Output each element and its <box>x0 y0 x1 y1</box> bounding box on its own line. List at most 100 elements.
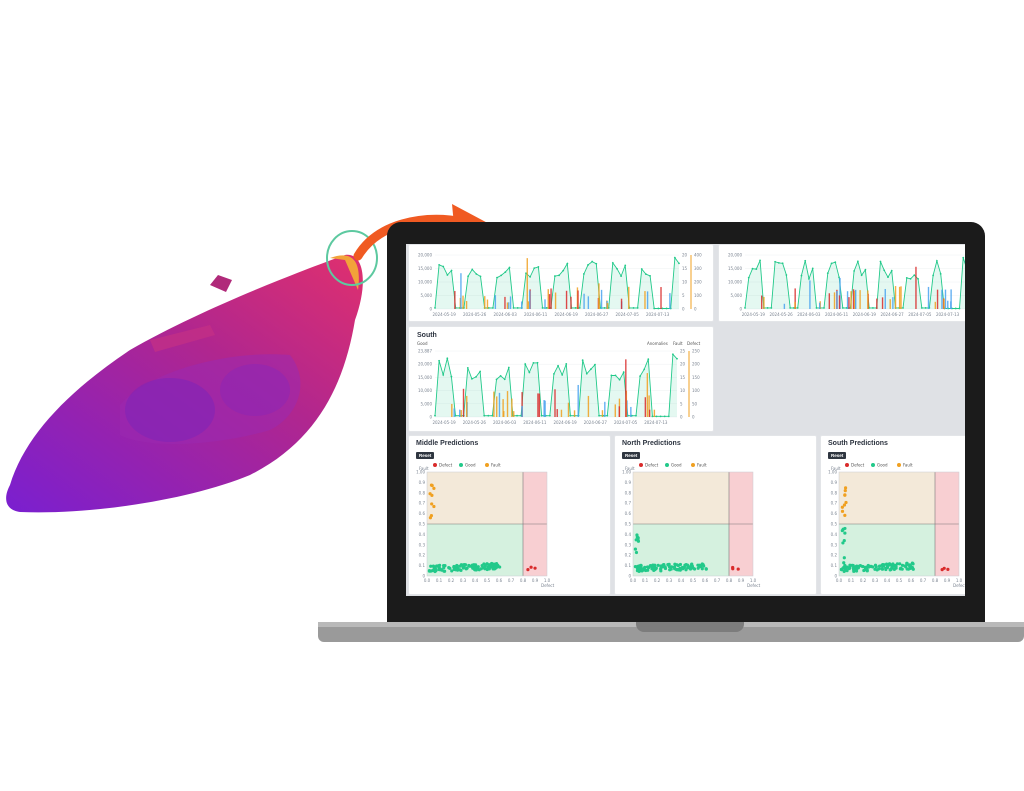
right-tick-label: 10 <box>680 388 686 393</box>
good-point <box>611 261 614 264</box>
event-bar <box>876 298 878 309</box>
event-bar <box>936 289 939 309</box>
good-point <box>645 273 647 275</box>
event-bar <box>915 266 917 309</box>
x-tick-label: 0.9 <box>738 578 745 583</box>
event-bar <box>462 295 464 309</box>
right-tick-label: 400 <box>694 253 702 258</box>
good-point <box>427 568 432 573</box>
good-point <box>640 268 643 270</box>
good-point <box>864 268 867 271</box>
good-point <box>438 263 441 266</box>
defect-point <box>736 567 740 571</box>
event-bar <box>465 301 468 309</box>
x-tick-label: 2024-05-26 <box>769 312 793 317</box>
good-point <box>477 568 481 572</box>
x-tick-label: 0.6 <box>702 578 709 583</box>
event-bar <box>646 373 649 417</box>
event-bar <box>509 296 512 309</box>
good-point <box>834 261 837 264</box>
good-point <box>446 274 449 276</box>
event-bar <box>529 290 531 309</box>
right-tick-label: 15 <box>682 266 688 271</box>
legend-label: Good <box>877 463 888 468</box>
good-point <box>650 565 654 569</box>
good-point <box>853 270 856 272</box>
event-bar <box>859 290 861 309</box>
event-bar <box>839 277 841 309</box>
fault-point <box>843 486 848 490</box>
good-point <box>437 567 441 572</box>
fault-point <box>429 483 434 487</box>
good-point <box>516 307 519 309</box>
y-tick-label: 0.4 <box>625 532 632 537</box>
good-point <box>852 568 856 572</box>
event-bar <box>881 297 884 309</box>
reset-button[interactable]: Reset <box>828 452 847 459</box>
event-bar <box>556 409 558 417</box>
good-point <box>691 566 695 570</box>
legend-dot <box>665 463 669 467</box>
good-point <box>669 567 673 571</box>
x-tick-label: 2024-07-13 <box>644 420 668 425</box>
good-point <box>589 368 592 371</box>
event-bar <box>498 392 501 417</box>
right-tick-label: 100 <box>694 293 702 298</box>
good-point <box>582 273 585 275</box>
good-point <box>843 526 847 531</box>
y-tick-label: 1.00 <box>828 470 837 475</box>
y-tick-label: 15,000 <box>418 375 432 380</box>
good-point <box>838 276 840 279</box>
good-point <box>770 307 773 309</box>
y-tick-label: 0.5 <box>831 522 838 527</box>
good-point <box>667 565 672 569</box>
y-tick-label: 0.9 <box>419 480 426 485</box>
good-point <box>884 566 888 570</box>
good-point <box>598 414 600 417</box>
x-tick-label: 2024-07-05 <box>614 420 638 425</box>
x-tick-label: 2024-06-27 <box>880 312 904 317</box>
good-point <box>843 564 847 568</box>
y-axis-label: Fault <box>831 466 841 471</box>
good-point <box>498 565 502 569</box>
event-bar <box>459 409 461 417</box>
x-tick-label: 2024-05-19 <box>742 312 766 317</box>
good-point <box>895 562 899 566</box>
good-point <box>487 565 492 570</box>
good-point <box>637 567 641 571</box>
good-point <box>487 414 490 417</box>
y-tick-label: 5,000 <box>421 401 433 406</box>
event-bar <box>573 410 576 417</box>
good-point <box>450 269 453 272</box>
event-bar <box>554 292 557 309</box>
y-tick-label: 0.6 <box>625 511 632 516</box>
good-point <box>473 567 477 572</box>
reset-button[interactable]: Reset <box>622 452 641 459</box>
event-bar <box>943 298 945 309</box>
good-point <box>667 415 670 418</box>
good-point <box>688 565 692 570</box>
x-tick-label: 1.0 <box>956 578 963 583</box>
good-point <box>663 565 667 569</box>
event-bar <box>760 295 763 309</box>
right-tick-label: 300 <box>694 266 702 271</box>
right-tick-label: 200 <box>692 362 700 367</box>
reset-button[interactable]: Reset <box>416 452 435 459</box>
event-bar <box>836 290 838 309</box>
good-point <box>434 307 436 309</box>
x-tick-label: 0.2 <box>860 578 867 583</box>
x-tick-label: 0.2 <box>448 578 455 583</box>
event-bar <box>644 291 646 309</box>
good-point <box>594 363 596 366</box>
legend-dot <box>897 463 901 467</box>
good-point <box>434 414 436 417</box>
event-bar <box>660 287 662 309</box>
good-point <box>891 562 895 566</box>
event-bar <box>625 359 627 417</box>
good-point <box>632 307 635 309</box>
fault-point <box>843 489 847 493</box>
event-bar <box>554 389 556 417</box>
